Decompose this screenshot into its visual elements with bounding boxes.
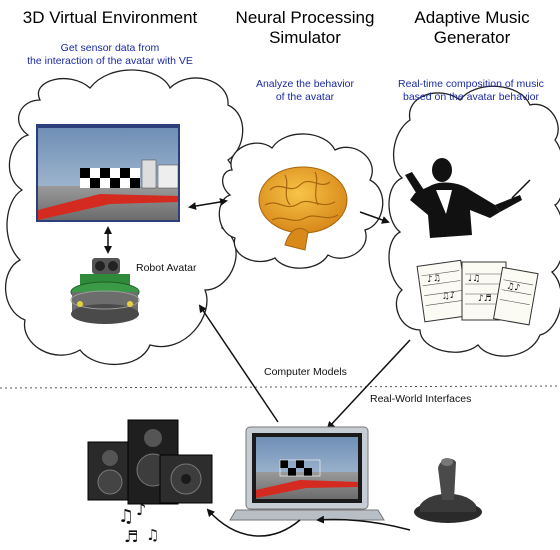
laptop-icon bbox=[229, 426, 385, 521]
svg-text:♪: ♪ bbox=[136, 500, 146, 519]
arrow-nps-amg bbox=[359, 211, 390, 224]
ve-subtitle-line2: the interaction of the avatar with VE bbox=[27, 55, 193, 67]
arrow-laptop-speakers bbox=[206, 508, 301, 537]
amg-subtitle-line1: Real-time composition of music bbox=[398, 78, 544, 90]
real-world-interfaces-label: Real-World Interfaces bbox=[370, 393, 472, 405]
nps-title-line1: Neural Processing bbox=[235, 8, 375, 27]
ve-title: 3D Virtual Environment bbox=[22, 8, 198, 27]
arrow-joystick-laptop bbox=[316, 515, 411, 531]
svg-text:♫: ♫ bbox=[146, 526, 159, 544]
robot-icon bbox=[70, 258, 140, 324]
sheet-music-icon: ♪♫ ♫♪ ♩♫ ♪♬ ♫♪ bbox=[416, 259, 539, 326]
brain-icon bbox=[258, 166, 348, 251]
svg-text:♬: ♬ bbox=[124, 527, 138, 546]
svg-text:♫♪: ♫♪ bbox=[441, 290, 456, 302]
robot-avatar-label: Robot Avatar bbox=[136, 262, 197, 274]
separator-line bbox=[0, 385, 560, 389]
arrow-laptop-ve bbox=[198, 304, 279, 423]
joystick-icon bbox=[414, 458, 482, 523]
svg-text:♪♬: ♪♬ bbox=[478, 294, 492, 304]
amg-subtitle-line2: based on the avatar behavior bbox=[402, 91, 539, 103]
svg-text:♫♪: ♫♪ bbox=[505, 281, 520, 293]
computer-models-label: Computer Models bbox=[264, 366, 347, 378]
ve-subtitle-line1: Get sensor data from bbox=[60, 42, 160, 54]
arrow-ve-nps bbox=[188, 198, 228, 210]
arrow-amg-laptop bbox=[326, 339, 411, 430]
svg-text:♫: ♫ bbox=[118, 506, 134, 527]
nps-subtitle-line1: Analyze the behavior bbox=[255, 78, 355, 90]
speakers-icon bbox=[87, 419, 213, 505]
svg-text:♩♫: ♩♫ bbox=[468, 274, 480, 284]
amg-title-line2: Generator bbox=[433, 28, 511, 47]
ve-screenshot bbox=[36, 124, 180, 222]
amg-title-line1: Adaptive Music bbox=[414, 8, 530, 27]
conductor-icon bbox=[405, 158, 531, 238]
nps-subtitle-line2: of the avatar bbox=[275, 91, 335, 103]
music-notes-icon: ♫ ♪ ♬ ♫ bbox=[118, 500, 159, 546]
nps-title-line2: Simulator bbox=[269, 28, 341, 47]
svg-text:♪♫: ♪♫ bbox=[426, 273, 441, 285]
